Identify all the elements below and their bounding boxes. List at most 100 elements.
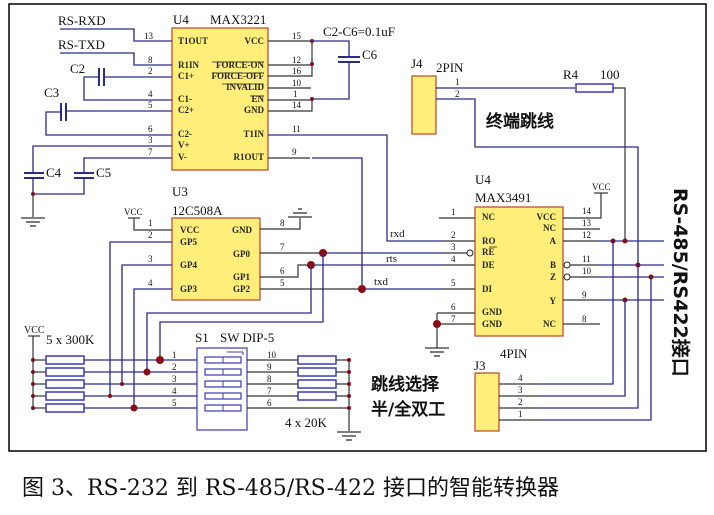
dip-left-pin: 4 [172,386,177,396]
svg-text:A: A [550,236,557,246]
svg-text:GP1: GP1 [233,272,250,282]
svg-text:3: 3 [518,385,523,395]
svg-text:1: 1 [148,218,153,228]
max3491-part: MAX3491 [475,190,531,205]
svg-text:3: 3 [148,135,153,145]
ground-icon [425,347,449,357]
svg-text:13: 13 [582,218,592,228]
dip-right-pin: 7 [267,386,272,396]
svg-text:2: 2 [518,397,523,407]
svg-text:4: 4 [518,373,523,383]
svg-text:12: 12 [292,55,301,65]
svg-text:4: 4 [148,278,153,288]
max3221-pin-c1p: C1+ [178,71,194,81]
pic-vcc-label: VCC [124,207,143,217]
svg-text:1: 1 [455,77,460,87]
dip-left-pin: 1 [172,350,177,360]
svg-text:9: 9 [292,147,297,157]
svg-text:Z: Z [550,272,556,282]
net-txd: txd [374,276,389,288]
j4-label: 终端跳线 [486,111,554,132]
svg-text:1: 1 [293,89,298,99]
svg-text:11: 11 [582,254,591,264]
svg-text:VCC: VCC [537,212,557,222]
svg-text:RO: RO [482,236,496,246]
pullup-resistor [45,379,85,389]
max3221-pin-vcc: VCC [245,36,265,46]
svg-text:GND: GND [482,319,503,329]
svg-text:B: B [550,260,556,270]
svg-text:10: 10 [582,266,592,276]
pullup-label: 5 x 300K [46,332,95,347]
pic12c508a-body [171,217,261,301]
pullup-resistor [45,403,85,413]
svg-text:RE: RE [482,247,495,257]
svg-text:14: 14 [292,100,302,110]
svg-text:8: 8 [148,55,153,65]
dip-right-pin: 8 [267,374,272,384]
r4-value: 100 [600,67,620,82]
net-rs-txd: RS-TXD [58,37,105,52]
j4-type: 2PIN [436,60,464,75]
svg-text:5: 5 [280,278,285,288]
c6-label: C6 [362,47,378,62]
diagram-frame [8,3,707,452]
svg-text:12: 12 [582,230,591,240]
pic-wiring: rxd rts txd [109,228,443,408]
svg-text:7: 7 [148,147,153,157]
svg-text:3: 3 [148,254,153,264]
pic-ref: U3 [172,184,188,199]
max3221-pin-r1out: R1OUT [233,152,264,162]
svg-text:15: 15 [292,31,302,41]
max3491-vcc-label: VCC [592,182,611,192]
max3221-part: MAX3221 [210,12,266,27]
svg-text:13: 13 [144,31,154,41]
c4-label: C4 [46,165,62,180]
j3-label-line1: 跳线选择 [371,374,440,395]
pullup-resistor [45,391,85,401]
svg-text:GP0: GP0 [233,249,250,259]
svg-text:1: 1 [518,409,523,419]
max3491-ref: U4 [475,172,491,187]
max3221-body [171,27,269,171]
net-rts: rts [386,253,397,265]
svg-text:GND: GND [482,307,503,317]
svg-text:2: 2 [451,230,456,240]
svg-text:2: 2 [148,230,153,240]
max3221-pin-c2m: C2- [178,129,192,139]
svg-text:Y: Y [550,296,557,306]
svg-text:6: 6 [148,124,153,134]
svg-text:5: 5 [451,278,456,288]
max3221-pin-gnd: GND [244,105,265,115]
dip-right-pin: 10 [267,350,277,360]
max3221-ref: U4 [173,12,189,27]
pulldown-resistor [297,355,337,365]
svg-text:4: 4 [451,254,456,264]
ground-icon [288,208,312,218]
svg-text:5: 5 [148,100,153,110]
svg-text:1: 1 [451,207,456,217]
svg-text:10: 10 [292,78,302,88]
svg-text:8: 8 [280,218,285,228]
svg-text:8: 8 [582,314,587,324]
figure-caption: 图 3、RS-232 到 RS-485/RS-422 接口的智能转换器 [22,476,559,501]
max3221-pin-vminus: V- [178,152,187,162]
svg-text:7: 7 [451,314,456,324]
pulldown-label: 4 x 20K [285,415,328,430]
s1-ref: S1 [195,330,209,345]
svg-text:14: 14 [582,206,592,216]
ground-icon [337,431,361,441]
max3221-pin-forceoff: FORCE-OFF [212,71,265,81]
max3221-chip: U4 MAX3221 T1OUT R1IN C1+ C1- C2+ C2- V+… [144,12,302,171]
r4-ref: R4 [563,67,579,82]
pic12c508a-chip: U3 12C508A VCC GP5 GP4 GP3 GND GP0 GP1 G… [124,184,312,301]
ground-icon [21,217,45,227]
svg-text:16: 16 [292,66,302,76]
svg-text:9: 9 [582,290,587,300]
svg-text:7: 7 [280,242,285,252]
pulldown-resistor [297,379,337,389]
max3221-pin-c1m: C1- [178,94,192,104]
svg-text:NC: NC [543,223,556,233]
svg-text:NC: NC [543,319,556,329]
